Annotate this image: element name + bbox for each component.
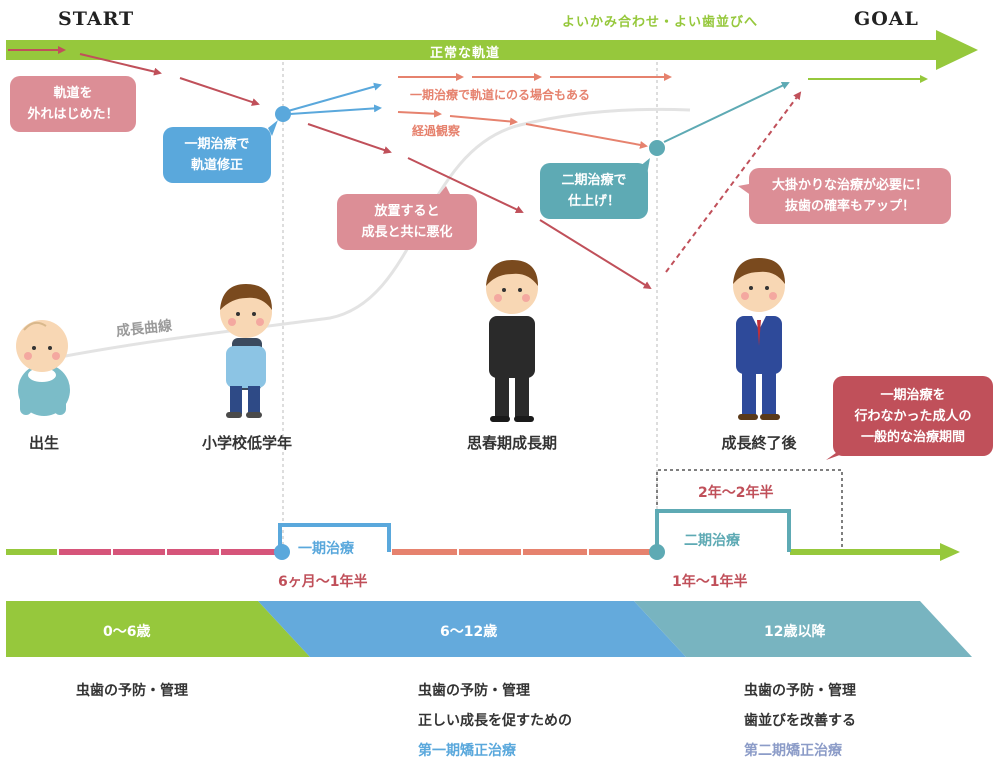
note-band1: 虫歯の予防・管理 — [76, 676, 188, 706]
stage-birth: 出生 — [28, 434, 60, 452]
bubble-major-treatment: 大掛かりな治療が必要に！抜歯の確率もアップ！ — [749, 168, 951, 224]
note-band2-line: 正しい成長を促すための — [418, 713, 572, 729]
normal-track-arrow — [6, 30, 978, 70]
bubble-phase2-finish: 二期治療で仕上げ！ — [540, 163, 648, 219]
age-band-label-1: 6〜12歳 — [440, 624, 498, 640]
teen-illustration — [486, 260, 538, 422]
deviation-arrows — [8, 46, 802, 290]
bubble-phase1-fix: 一期治療で軌道修正 — [163, 127, 271, 183]
bubble-adult-treatment: 一期治療を行わなかった成人の一般的な治療期間 — [833, 376, 993, 456]
phase1-node — [275, 106, 291, 122]
start-label: START — [58, 8, 135, 30]
note-band3: 虫歯の予防・管理 歯並びを改善する 第二期矯正治療 — [744, 676, 856, 766]
normal-track-label: 正常な軌道 — [430, 46, 501, 61]
child-illustration — [220, 284, 272, 418]
stage-adolescence: 思春期成長期 — [466, 434, 558, 452]
goal-label: GOAL — [854, 8, 919, 30]
note-band3-line: 虫歯の予防・管理 — [744, 683, 856, 699]
baby-illustration — [16, 320, 70, 416]
observation-label: 経過観察 — [412, 124, 461, 138]
note-band1-line: 虫歯の予防・管理 — [76, 683, 188, 699]
note-band3-highlight: 第二期矯正治療 — [744, 743, 842, 759]
age-band-0-6 — [6, 601, 310, 657]
correction-path-label: 一期治療で軌道にのる場合もある — [410, 88, 591, 102]
tagline: よいかみ合わせ・よい歯並びへ — [562, 15, 759, 30]
phase1-duration: 6ヶ月〜1年半 — [278, 574, 368, 590]
salmon-arrows — [397, 73, 672, 149]
note-band3-line: 歯並びを改善する — [744, 713, 856, 729]
age-band-bar — [6, 601, 972, 657]
age-band-label-0: 0〜6歳 — [103, 624, 151, 640]
phase1-correction-arrows — [287, 82, 382, 115]
phase2-box-label: 二期治療 — [684, 533, 740, 549]
adult-illustration — [733, 258, 785, 420]
age-band-label-2: 12歳以降 — [764, 624, 826, 640]
phase1-box-label: 一期治療 — [296, 538, 356, 558]
phase2-duration: 1年〜1年半 — [672, 574, 748, 590]
bubble-off-track: 軌道を外れはじめた！ — [10, 76, 136, 132]
phase2-node — [649, 140, 665, 156]
treatment-timeline — [6, 469, 960, 561]
note-band2-highlight: 第一期矯正治療 — [418, 743, 516, 759]
phase2-finish-arrow — [663, 81, 790, 143]
age-band-12-plus — [634, 601, 972, 657]
age-band-6-12 — [258, 601, 686, 657]
bubble-neglect: 放置すると成長と共に悪化 — [337, 194, 477, 250]
note-band2: 虫歯の予防・管理 正しい成長を促すための 第一期矯正治療 — [418, 676, 572, 766]
stage-post-growth: 成長終了後 — [721, 434, 797, 452]
stage-early-elementary: 小学校低学年 — [201, 434, 293, 452]
note-band2-line: 虫歯の予防・管理 — [418, 683, 530, 699]
adult-duration: 2年〜2年半 — [698, 485, 774, 501]
